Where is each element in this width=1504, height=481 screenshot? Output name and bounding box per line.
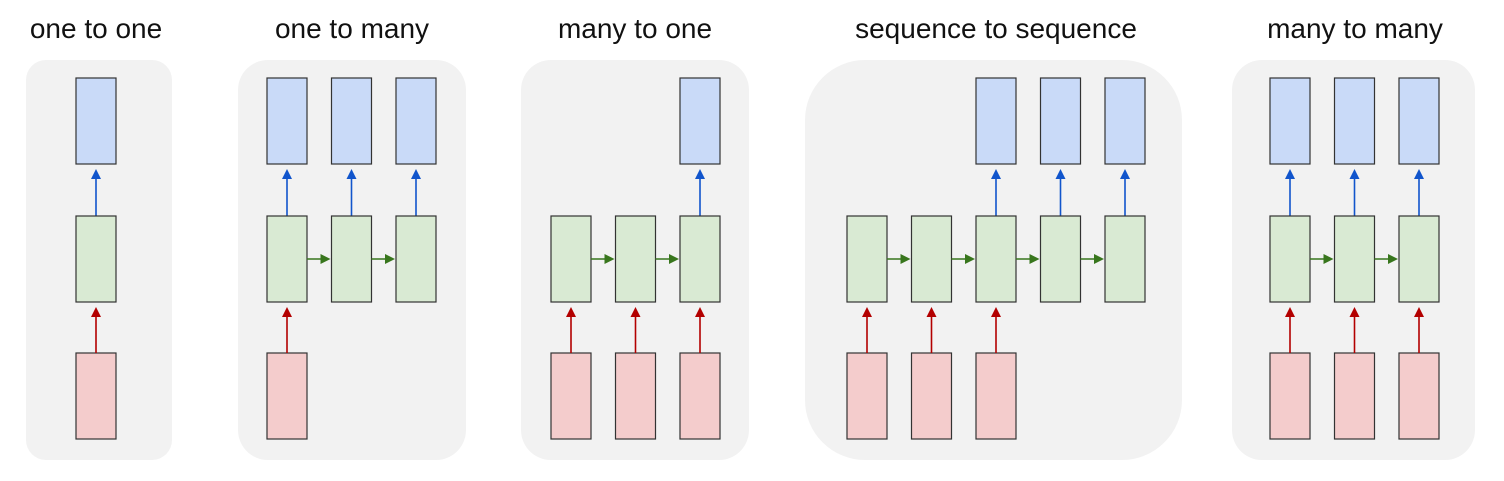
input-cell (550, 352, 592, 440)
panel-title: sequence to sequence (855, 13, 1137, 44)
hidden-cell (846, 215, 888, 303)
panel-one-to-one: one to one (26, 13, 172, 460)
output-cell (1039, 77, 1082, 165)
panel-cells (75, 77, 117, 440)
hidden-cell (1104, 215, 1146, 303)
output-cell (395, 77, 437, 165)
hidden-cell (975, 215, 1017, 303)
hidden-cell (75, 215, 117, 303)
hidden-cell (679, 215, 721, 303)
panel-cells (266, 77, 437, 440)
input-cell (1398, 352, 1440, 440)
hidden-cell (550, 215, 592, 303)
panel-title: one to one (30, 13, 162, 44)
input-cell (846, 352, 888, 440)
output-cell (975, 77, 1017, 165)
input-cell (266, 352, 308, 440)
hidden-cell (266, 215, 308, 303)
panel-title: many to one (558, 13, 712, 44)
panel-cells (550, 77, 721, 440)
input-cell (1269, 352, 1311, 440)
output-cell (679, 77, 721, 165)
input-cell (910, 352, 953, 440)
output-cell (330, 77, 373, 165)
hidden-cell (330, 215, 373, 303)
input-cell (614, 352, 657, 440)
output-cell (266, 77, 308, 165)
input-cell (679, 352, 721, 440)
input-cell (975, 352, 1017, 440)
panel-many-to-many: many to many (1232, 13, 1475, 460)
output-cell (75, 77, 117, 165)
input-cell (1333, 352, 1376, 440)
hidden-cell (1398, 215, 1440, 303)
output-cell (1398, 77, 1440, 165)
panel-title: one to many (275, 13, 429, 44)
hidden-cell (1269, 215, 1311, 303)
panel-title: many to many (1267, 13, 1443, 44)
input-cell (75, 352, 117, 440)
hidden-cell (1039, 215, 1082, 303)
hidden-cell (910, 215, 953, 303)
panel-cells (1269, 77, 1440, 440)
output-cell (1269, 77, 1311, 165)
panel-cells (846, 77, 1146, 440)
output-cell (1333, 77, 1376, 165)
panel-sequence-to-sequence: sequence to sequence (805, 13, 1182, 460)
panel-one-to-many: one to many (238, 13, 466, 460)
output-cell (1104, 77, 1146, 165)
hidden-cell (1333, 215, 1376, 303)
panel-many-to-one: many to one (521, 13, 749, 460)
hidden-cell (395, 215, 437, 303)
hidden-cell (614, 215, 657, 303)
